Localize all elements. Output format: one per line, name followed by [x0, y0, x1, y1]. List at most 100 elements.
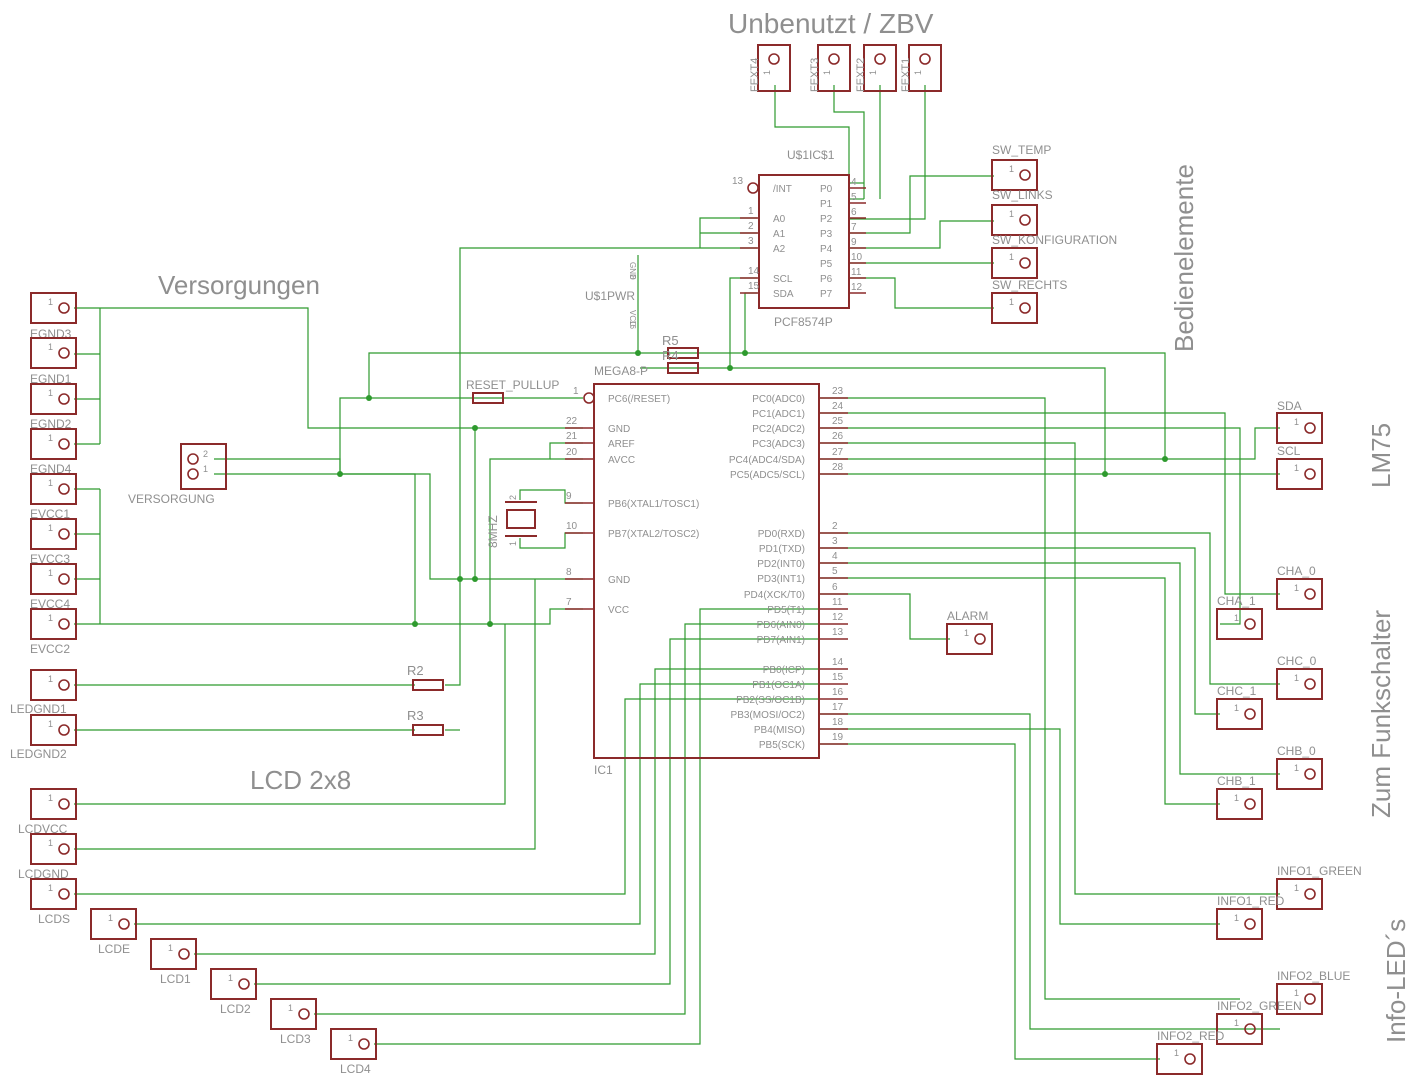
connector-body	[757, 44, 791, 92]
pin-name: PD2(INT0)	[757, 559, 805, 570]
connector-label: EGND4	[30, 462, 72, 476]
mega-name: IC1	[594, 763, 613, 777]
pin-circle	[1019, 302, 1031, 314]
pin-circle	[58, 438, 70, 450]
pin-circle	[358, 1038, 370, 1050]
connector-body	[1276, 983, 1323, 1015]
pin-number: 22	[566, 416, 578, 427]
pin-name: PB3(MOSI/OC2)	[731, 710, 805, 721]
pin-number: 8	[566, 567, 572, 578]
wire-pc1	[819, 412, 1280, 595]
pcf-port-4: 4P0	[820, 177, 866, 195]
resistor-r2	[412, 679, 444, 691]
pin-number: 12	[851, 282, 863, 293]
wire-lcd1	[194, 668, 819, 955]
pin-number: 18	[832, 717, 844, 728]
pin-circle	[58, 302, 70, 314]
pin-number: 1	[48, 388, 53, 398]
connector-label: FEXT4	[749, 58, 761, 92]
pin-name: PD3(INT1)	[757, 574, 805, 585]
connector-body	[30, 383, 77, 415]
pin-number: 19	[832, 732, 844, 743]
pin-number: 1	[108, 913, 113, 923]
connector-body	[1276, 458, 1323, 490]
pin-number: 1	[1009, 209, 1014, 219]
connector-body	[863, 44, 897, 92]
pcf8574-chip: U$1IC$1 PCF8574P 13/INT1A02A13A214SCL15S…	[628, 148, 866, 329]
pin-name: PC2(ADC2)	[752, 424, 805, 435]
pin-name: PB6(XTAL1/TOSC1)	[608, 499, 699, 510]
mega-body	[593, 383, 820, 759]
reset-pullup-label: RESET_PULLUP	[466, 378, 559, 392]
pin-number: 1	[48, 478, 53, 488]
pin-circle	[58, 618, 70, 630]
pin-number: 8	[628, 275, 637, 280]
connector-label: LCD4	[340, 1062, 371, 1076]
pin-number: 1	[573, 386, 579, 397]
wire-rail-r5	[368, 352, 1166, 459]
pin-number: 21	[566, 431, 578, 442]
pin-number: 11	[851, 267, 862, 278]
pin-circle	[238, 978, 250, 990]
pin-name: SCL	[773, 274, 793, 285]
pcf-port-9: 9P4	[820, 237, 866, 255]
pcf-pins: 13/INT1A02A13A214SCL15SDA4P05P16P27P39P4…	[628, 176, 866, 329]
pin-circle	[1244, 708, 1256, 720]
pin-name: P0	[820, 184, 833, 195]
pin-circle	[1184, 1053, 1196, 1065]
pcf-pin-13: 13/INT	[732, 176, 792, 195]
pwr-gnd-label: GND	[628, 262, 637, 280]
pin-number: 1	[1294, 883, 1299, 893]
pin-number: 15	[748, 281, 760, 292]
connector-body	[991, 204, 1038, 236]
mega-pins: 1PC6(/RESET)22GND21AREF20AVCC9PB6(XTAL1/…	[565, 386, 848, 751]
section-info-leds: Info-LED´s	[1381, 919, 1411, 1043]
connector-body	[1216, 788, 1263, 820]
pin-name: AREF	[608, 439, 635, 450]
connector-body	[90, 908, 137, 940]
connector-label: EVCC3	[30, 552, 70, 566]
connector-label: INFO1_RED	[1217, 894, 1285, 908]
pin-name: GND	[608, 575, 630, 586]
pin-number: 9	[566, 491, 572, 502]
pin-name: P1	[820, 199, 833, 210]
pin-number: 1	[1174, 1048, 1179, 1058]
pin-number: 11	[832, 597, 843, 608]
connector-body	[1276, 878, 1323, 910]
wire-pd3	[819, 577, 1220, 805]
pin-circle	[1304, 422, 1316, 434]
pin-circle	[58, 483, 70, 495]
connector-body	[1276, 578, 1323, 610]
pin-number: 1	[1294, 673, 1299, 683]
connector-body	[1216, 608, 1263, 640]
pin-name: A0	[773, 214, 786, 225]
pin-number: 3	[748, 236, 754, 247]
connector-label: SW_TEMP	[992, 143, 1051, 157]
pin-number: 23	[832, 386, 844, 397]
pin-number: 1	[1294, 417, 1299, 427]
pin-name: PB2(SS/OC1B)	[736, 695, 805, 706]
wire-pc2	[819, 427, 1241, 625]
